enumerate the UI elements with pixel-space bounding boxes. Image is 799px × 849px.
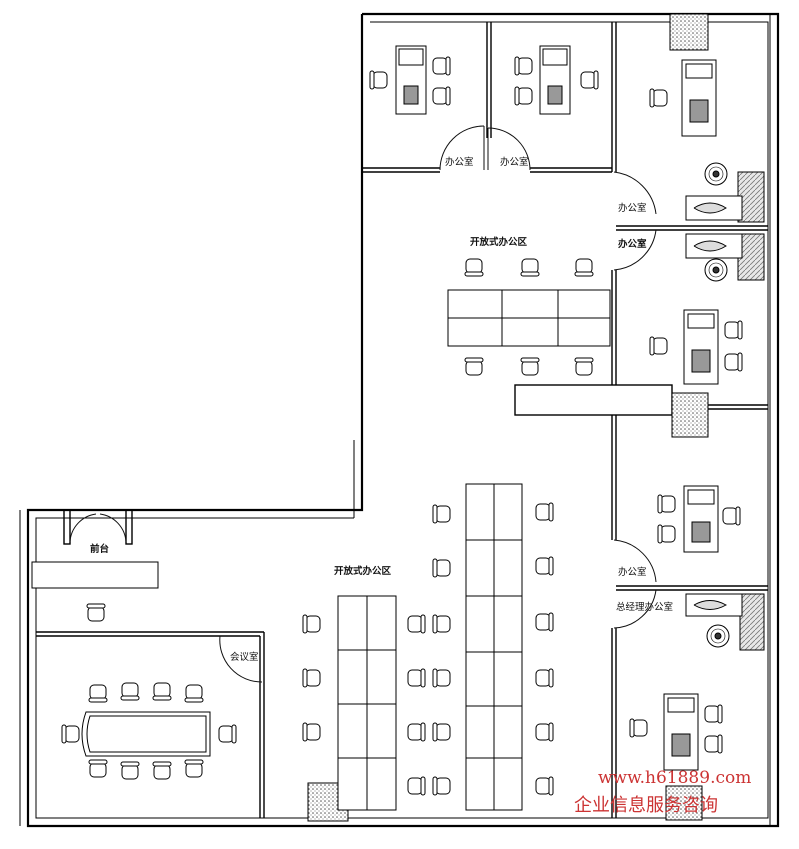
chair-icon [657,524,676,544]
chair-icon [464,357,484,376]
watermark: www.h61889.com 企业信息服务咨询 [574,768,751,816]
plants [704,162,730,648]
chair-icon [574,357,594,376]
chair-icon [432,56,451,76]
chair-icon [724,352,743,372]
label-reception: 前台 [90,543,110,555]
label-office-c: 办公室 [618,202,647,214]
chair-icon [369,70,388,90]
chair-icon [629,718,648,738]
chair-icon [302,668,321,688]
chair-icon [88,759,108,778]
chair-icon [520,258,540,277]
meeting-table [81,711,211,757]
chair-icon [580,70,599,90]
chair-icon [432,776,451,796]
chair-icon [535,556,554,576]
chair-icon [407,614,426,634]
chair-icon [86,603,106,622]
plant-icon [704,162,728,186]
chair-icon [432,86,451,106]
label-meeting-room: 会议室 [230,651,259,663]
watermark-text: 企业信息服务咨询 [574,795,718,816]
chair-icon [407,776,426,796]
chair-icon [61,724,80,744]
chair-icon [704,734,723,754]
chair-icon [120,761,140,780]
chair-icon [657,494,676,514]
plant-icon [706,624,730,648]
chair-icon [432,504,451,524]
chair-icon [432,722,451,742]
label-office-e: 办公室 [618,566,647,578]
chair-icon [520,357,540,376]
partitions [36,22,768,818]
chair-icon [302,722,321,742]
chair-icon [407,668,426,688]
plant-icon [704,258,728,282]
chair-icon [535,668,554,688]
chair-icon [535,502,554,522]
chair-icon [649,88,668,108]
executive-desks [395,45,719,771]
chair-icon [514,56,533,76]
chair-icon [88,684,108,703]
chair-icon [432,614,451,634]
chair-icon [184,684,204,703]
chair-icon [302,614,321,634]
chair-icon [704,704,723,724]
labels: 办公室 办公室 办公室 办公室 开放式办公区 前台 开放式办公区 办公室 总经理… [90,156,673,663]
watermark-url: www.h61889.com [598,768,751,788]
chair-icon [184,759,204,778]
chair-icon [218,724,237,744]
label-office-a: 办公室 [445,156,474,168]
label-open-area-top: 开放式办公区 [470,236,528,248]
workstations [31,289,611,811]
chair-icon [432,558,451,578]
chair-icon [535,612,554,632]
chair-icon [514,86,533,106]
chair-icon [407,722,426,742]
sofas [685,171,765,651]
chairs [61,56,743,796]
chair-icon [120,682,140,701]
chair-icon [432,668,451,688]
doors [69,125,657,683]
label-office-d: 办公室 [618,238,647,250]
label-open-area-bottom: 开放式办公区 [334,565,392,577]
chair-icon [152,682,172,701]
chair-icon [152,761,172,780]
chair-icon [464,258,484,277]
chair-icon [535,776,554,796]
chair-icon [649,336,668,356]
chair-icon [574,258,594,277]
chair-icon [722,506,741,526]
chair-icon [724,320,743,340]
label-gm-office: 总经理办公室 [616,601,673,613]
chair-icon [535,722,554,742]
label-office-b: 办公室 [500,156,529,168]
